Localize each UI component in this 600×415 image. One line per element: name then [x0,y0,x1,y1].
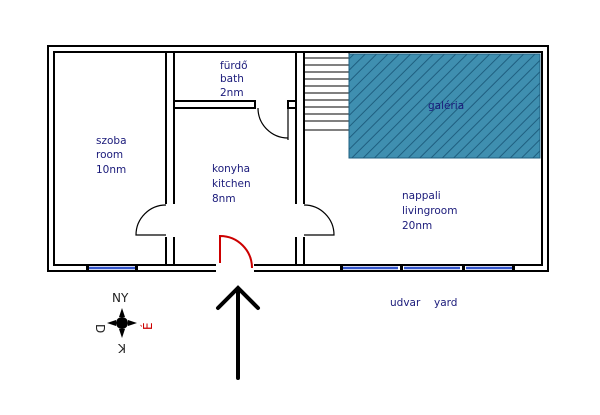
room-door [135,204,167,236]
entry-door [219,234,253,269]
room-label-hu: szoba [96,135,127,147]
kitchen-label-hu: konyha [212,163,250,175]
compass-south-label: K [117,341,126,355]
compass-west-label: D [93,324,107,333]
room-label-en: room [96,149,123,161]
wall-bath-kitchen-left [173,100,256,109]
living-door [303,204,335,236]
gallery-area [348,53,541,159]
staircase [303,51,350,131]
interior-walls [165,51,305,266]
living-label-en: livingroom [402,205,457,217]
kitchen-label-en: kitchen [212,178,251,190]
entry-arrow [216,285,260,380]
doors [135,107,335,269]
compass-east-arrow [128,320,137,326]
wall-bath-kitchen-right [287,100,297,109]
kitchen-label-area: 8nm [212,193,236,205]
wall-room-kitchen [165,51,175,266]
wall-kitchen-living [295,51,305,266]
yard-label-en: yard [434,297,457,309]
compass-north-label: NY [112,291,129,305]
room-labels: fürdő bath 2nm szoba room 10nm konyha ki… [96,60,464,309]
yard-label-hu: udvar [390,297,421,309]
compass-east-label: É [140,322,155,330]
bath-label-en: bath [220,73,244,85]
living-label-area: 20nm [402,220,432,232]
bath-door [257,107,289,140]
compass-north-arrow [119,308,125,317]
compass-south-arrow [119,329,125,338]
gallery-label: galéria [428,100,464,112]
bath-label-area: 2nm [220,87,244,99]
living-label-hu: nappali [402,190,441,202]
room-label-area: 10nm [96,164,126,176]
compass-west-arrow [107,320,116,326]
compass: NY D K É [93,291,155,355]
compass-center-icon [116,317,128,329]
door-openings [165,204,305,273]
bath-label-hu: fürdő [220,60,248,72]
